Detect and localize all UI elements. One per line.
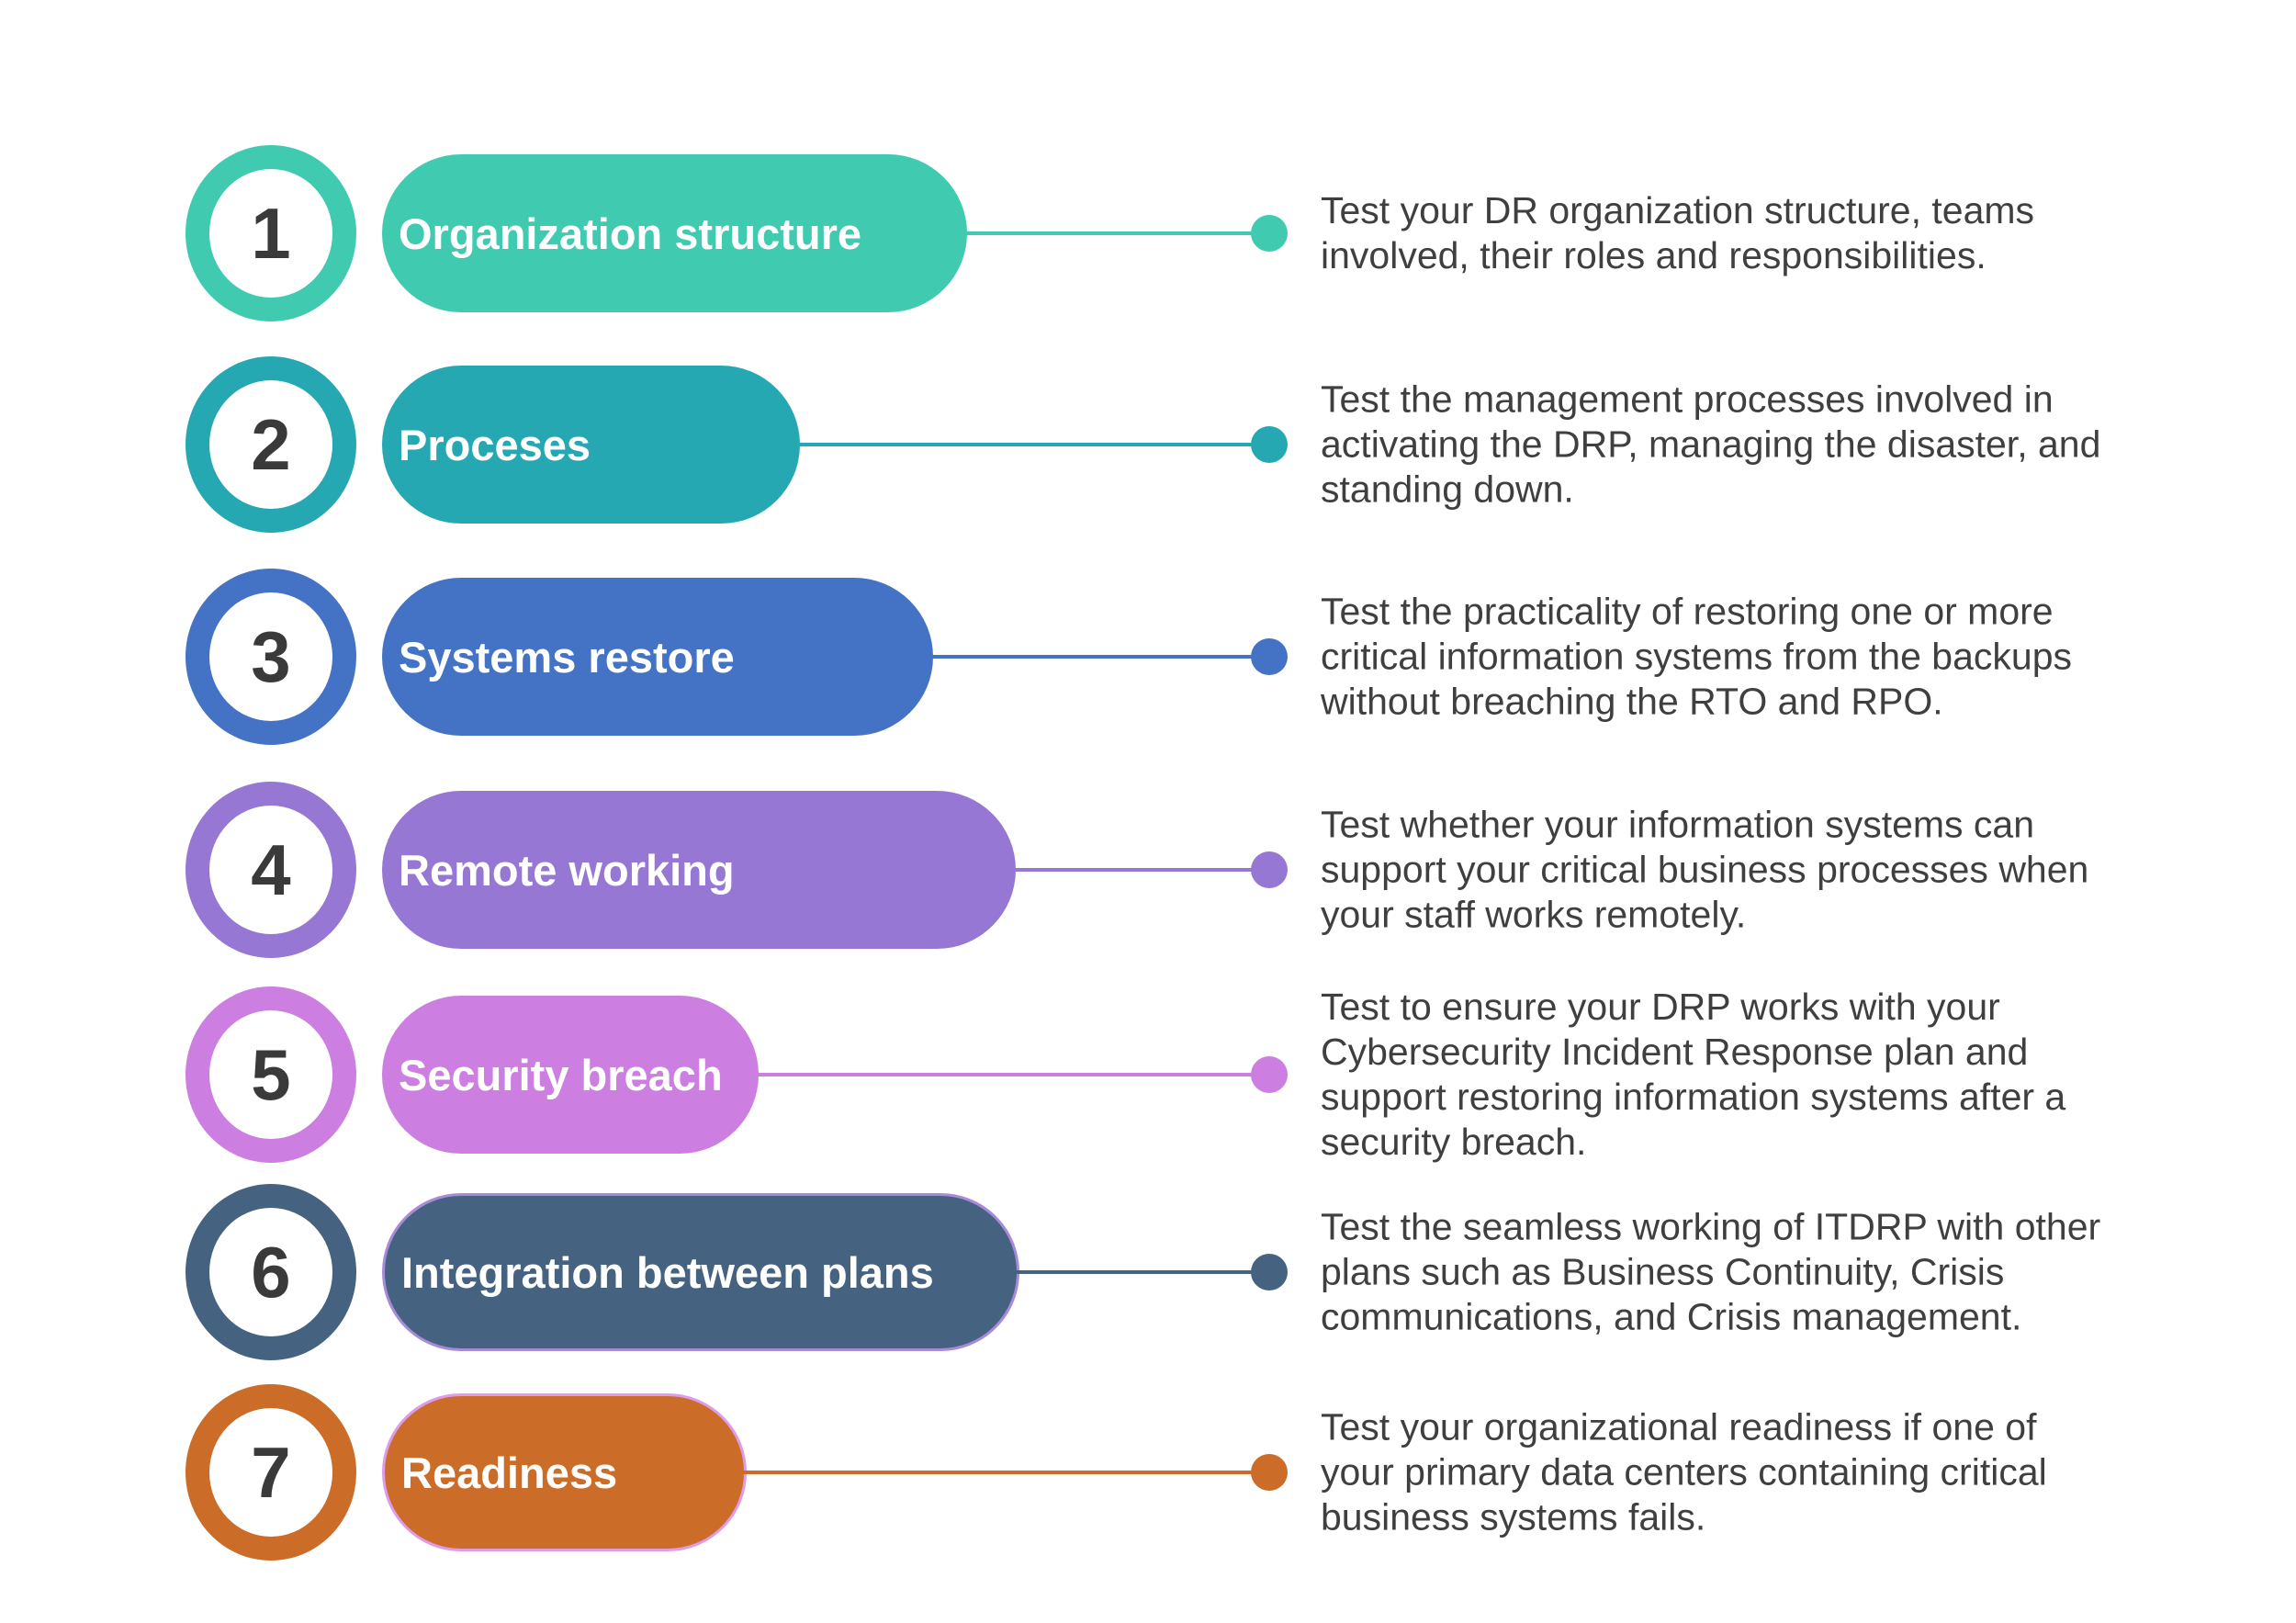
step-2-pill: Proceses — [382, 366, 800, 524]
step-3-connector-line — [924, 655, 1260, 659]
step-4-description: Test whether your information systems ca… — [1321, 803, 2089, 936]
step-3-description: Test the practicality of restoring one o… — [1321, 590, 2072, 723]
step-4-pill: Remote working — [382, 791, 1016, 949]
step-7-connector-line — [737, 1471, 1260, 1474]
step-2-connector-line — [791, 443, 1260, 446]
step-7-description: Test your organizational readiness if on… — [1321, 1405, 2047, 1538]
step-7-number-circle: 7 — [186, 1384, 356, 1561]
step-2-number: 2 — [251, 404, 291, 485]
step-5-pill: Security breach — [382, 996, 759, 1154]
step-1-description: Test your DR organization structure, tea… — [1321, 189, 2035, 276]
step-6-description: Test the seamless working of ITDRP with … — [1321, 1205, 2101, 1338]
step-4-number: 4 — [251, 829, 291, 910]
step-1-pill: Organization structure — [382, 154, 967, 312]
step-7-number: 7 — [251, 1432, 291, 1513]
step-4-connector-line — [1007, 868, 1260, 872]
step-6-number: 6 — [251, 1232, 291, 1313]
step-5-connector-dot — [1251, 1056, 1288, 1093]
step-1-number-circle: 1 — [186, 145, 356, 321]
step-4-number-circle: 4 — [186, 782, 356, 958]
step-3-number-circle: 3 — [186, 569, 356, 745]
step-2-description: Test the management processes involved i… — [1321, 378, 2101, 511]
step-3-connector-dot — [1251, 638, 1288, 675]
step-6-number-circle: 6 — [186, 1184, 356, 1360]
step-5-number: 5 — [251, 1034, 291, 1115]
step-4-pill-label: Remote working — [399, 845, 735, 895]
step-1-pill-label: Organization structure — [399, 209, 862, 258]
step-6-pill: Integration between plans — [382, 1193, 1019, 1351]
step-1-number: 1 — [251, 193, 291, 274]
step-5-description: Test to ensure your DRP works with your … — [1321, 986, 2066, 1163]
step-2-number-circle: 2 — [186, 356, 356, 533]
step-1-connector-line — [958, 231, 1260, 235]
step-4-connector-dot — [1251, 851, 1288, 888]
step-5-connector-line — [749, 1073, 1260, 1076]
step-2-pill-label: Proceses — [399, 420, 591, 469]
step-7-pill: Readiness — [382, 1393, 747, 1551]
step-3-pill-label: Systems restore — [399, 632, 735, 682]
step-3-pill: Systems restore — [382, 578, 933, 736]
step-6-connector-dot — [1251, 1254, 1288, 1291]
step-6-pill-label: Integration between plans — [401, 1247, 934, 1297]
step-5-number-circle: 5 — [186, 986, 356, 1163]
step-7-connector-dot — [1251, 1454, 1288, 1491]
step-2-connector-dot — [1251, 426, 1288, 463]
step-3-number: 3 — [251, 616, 291, 697]
step-5-pill-label: Security breach — [399, 1050, 723, 1099]
step-7-pill-label: Readiness — [401, 1448, 618, 1497]
step-6-connector-line — [1010, 1270, 1260, 1274]
step-1-connector-dot — [1251, 215, 1288, 252]
